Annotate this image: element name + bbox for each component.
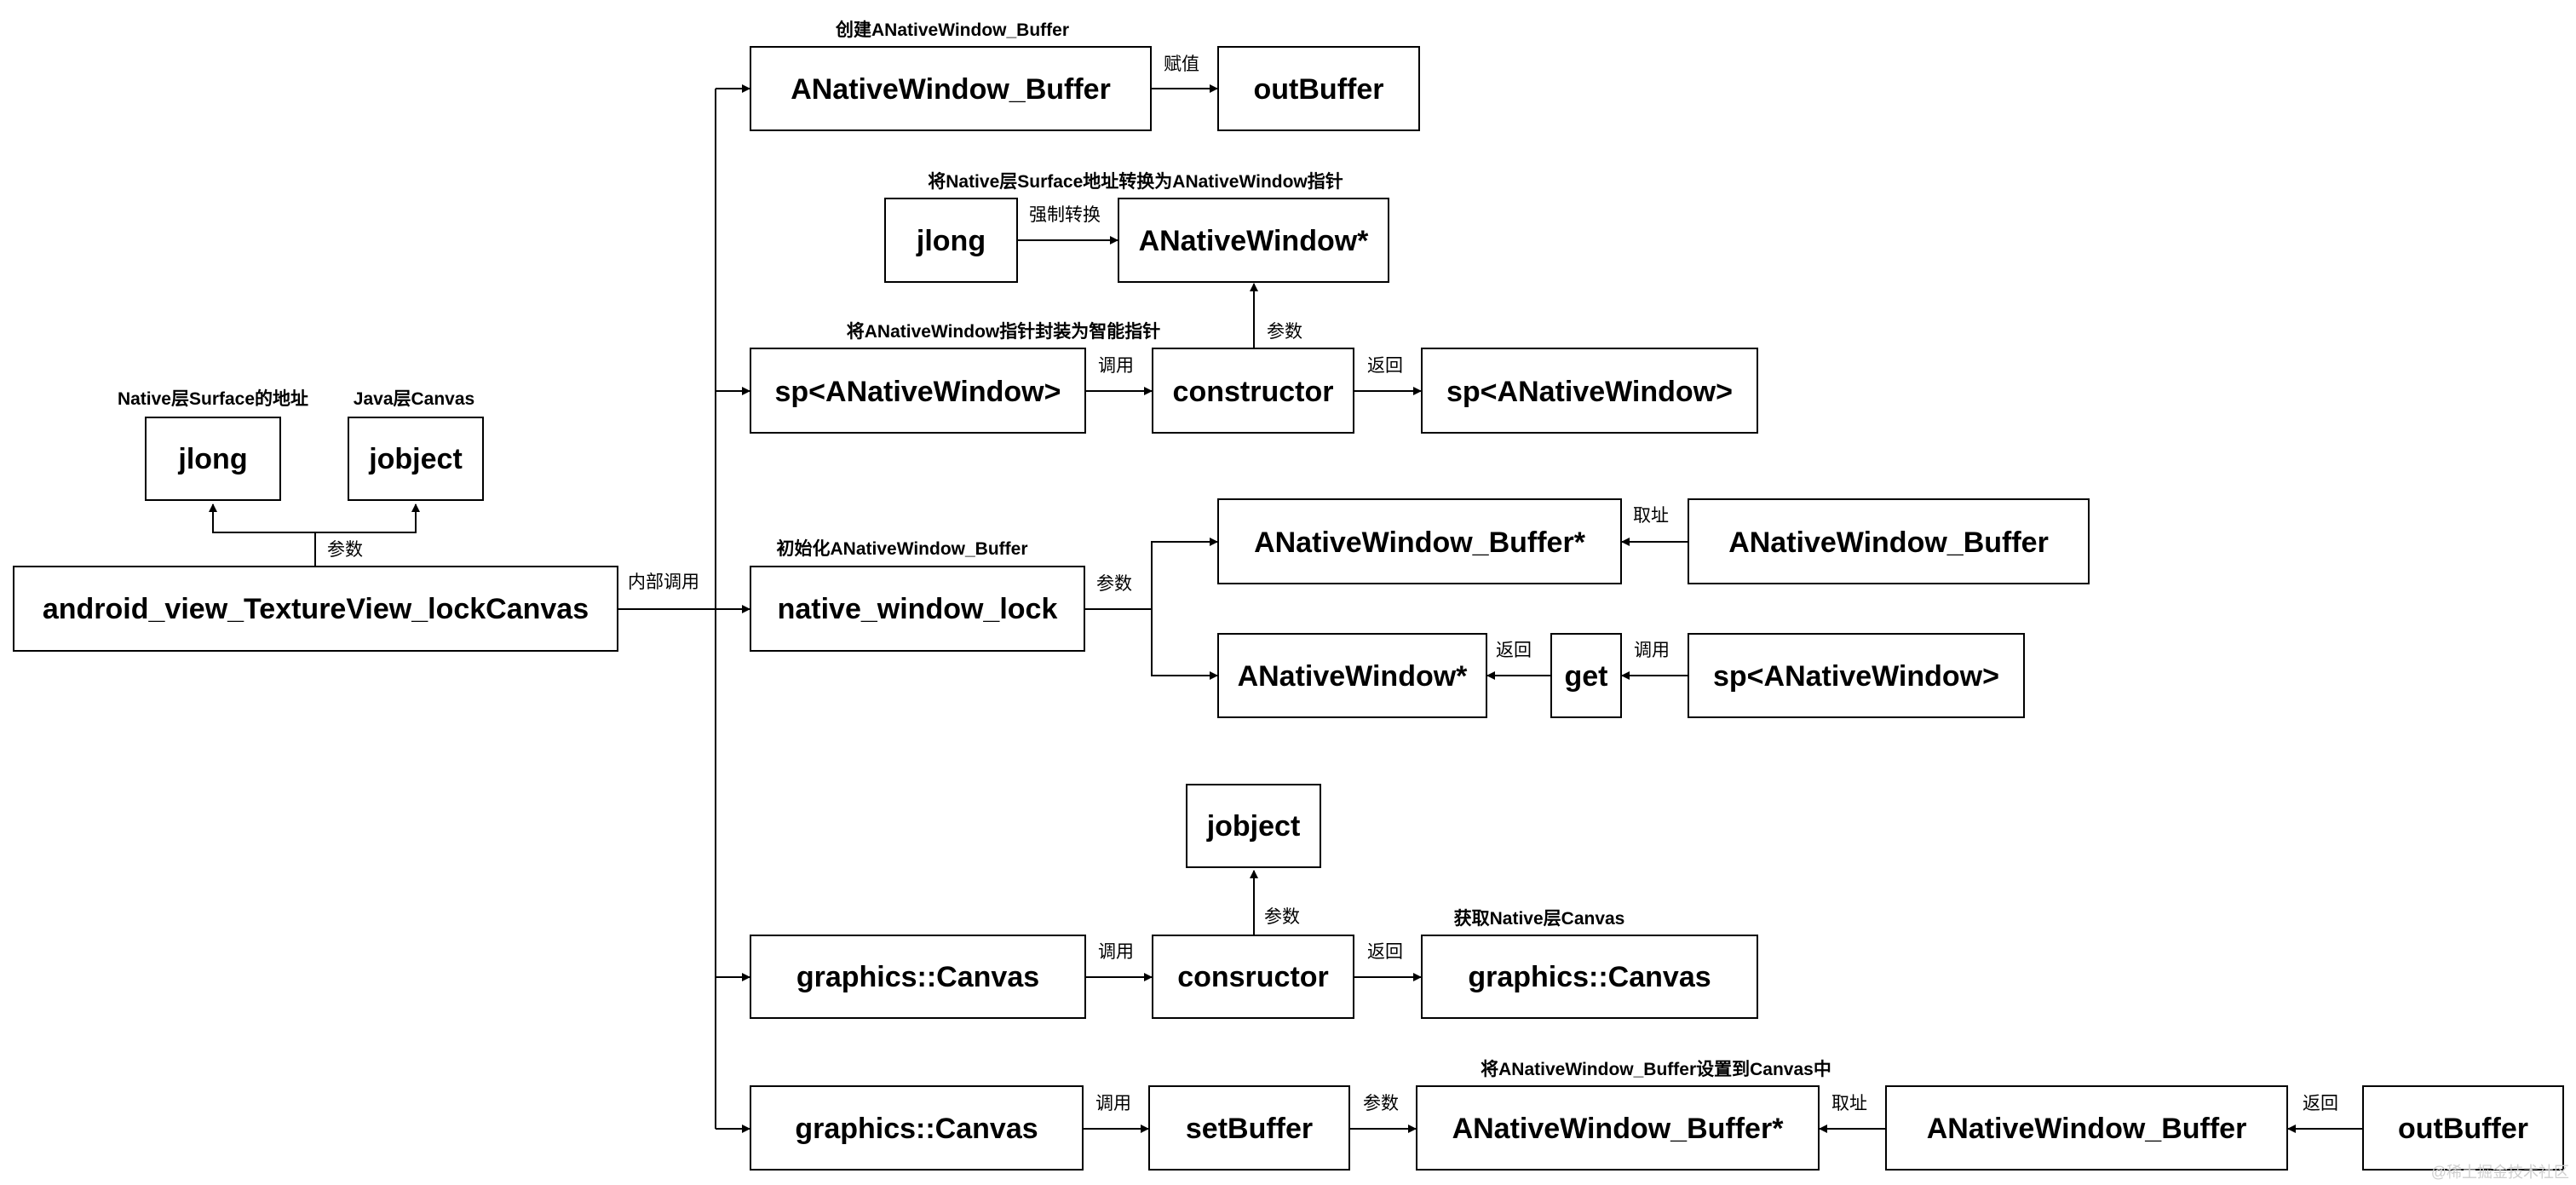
node-label: ANativeWindow_Buffer* bbox=[1254, 526, 1586, 559]
label-call-get: 调用 bbox=[1634, 641, 1670, 660]
caption-create-buffer: 创建ANativeWindow_Buffer bbox=[835, 20, 1069, 40]
node-label: jobject bbox=[368, 443, 463, 475]
node-label: ANativeWindow_Buffer* bbox=[1452, 1113, 1785, 1145]
node-label: outBuffer bbox=[2398, 1113, 2528, 1145]
label-force-cast: 强制转换 bbox=[1029, 205, 1101, 225]
node-label: graphics::Canvas bbox=[1468, 961, 1711, 993]
node-anw-buffer-ptr-2[interactable]: ANativeWindow_Buffer* bbox=[1416, 1085, 1820, 1171]
label-take-addr-2: 取址 bbox=[1831, 1094, 1867, 1113]
node-anw-buffer-ptr-1[interactable]: ANativeWindow_Buffer* bbox=[1217, 498, 1622, 584]
label-return-canvas: 返回 bbox=[1367, 942, 1403, 962]
label-return-sp: 返回 bbox=[1367, 356, 1403, 376]
node-label: sp<ANativeWindow> bbox=[775, 376, 1061, 408]
node-anw-buffer-2[interactable]: ANativeWindow_Buffer bbox=[1688, 498, 2090, 584]
label-param-top: 参数 bbox=[327, 540, 363, 560]
label-param-lock: 参数 bbox=[1096, 574, 1132, 594]
node-label: consructor bbox=[1177, 961, 1329, 993]
watermark: @稀土掘金技术社区 bbox=[2431, 1164, 2569, 1181]
label-call-consructor: 调用 bbox=[1098, 942, 1134, 962]
node-consructor[interactable]: consructor bbox=[1152, 935, 1354, 1019]
node-label: ANativeWindow_Buffer bbox=[1927, 1113, 2247, 1145]
node-sp-anw-1[interactable]: sp<ANativeWindow> bbox=[750, 348, 1086, 434]
node-sp-anw-3[interactable]: sp<ANativeWindow> bbox=[1688, 633, 2025, 718]
node-jobject-top[interactable]: jobject bbox=[348, 417, 484, 501]
label-call-ctor: 调用 bbox=[1098, 356, 1134, 376]
node-label: setBuffer bbox=[1186, 1113, 1313, 1145]
node-constructor[interactable]: constructor bbox=[1152, 348, 1354, 434]
label-return-outbuffer: 返回 bbox=[2303, 1094, 2338, 1113]
node-anw-ptr-2[interactable]: ANativeWindow* bbox=[1217, 633, 1487, 718]
node-anw-buffer-3[interactable]: ANativeWindow_Buffer bbox=[1885, 1085, 2288, 1171]
node-label: sp<ANativeWindow> bbox=[1446, 376, 1733, 408]
caption-init-buffer: 初始化ANativeWindow_Buffer bbox=[777, 538, 1028, 559]
node-label: ANativeWindow_Buffer bbox=[791, 73, 1111, 106]
node-label: get bbox=[1565, 660, 1608, 693]
node-label: jobject bbox=[1206, 810, 1301, 843]
label-param-setbuffer: 参数 bbox=[1363, 1094, 1399, 1113]
node-anw-buffer-1[interactable]: ANativeWindow_Buffer bbox=[750, 46, 1152, 131]
node-gc-canvas-3[interactable]: graphics::Canvas bbox=[750, 1085, 1084, 1171]
caption-convert-ptr: 将Native层Surface地址转换为ANativeWindow指针 bbox=[928, 171, 1343, 192]
edge-lock-buffer-ptr bbox=[1151, 538, 1218, 609]
edge-lockcanvas-jlong bbox=[209, 503, 316, 567]
node-label: ANativeWindow* bbox=[1139, 225, 1370, 257]
caption-wrap-sp: 将ANativeWindow指针封装为智能指针 bbox=[847, 321, 1160, 342]
label-param-ctor: 参数 bbox=[1267, 322, 1302, 342]
label-call-setbuffer: 调用 bbox=[1095, 1094, 1131, 1113]
node-jobject-2[interactable]: jobject bbox=[1186, 784, 1321, 868]
node-label: sp<ANativeWindow> bbox=[1713, 660, 1999, 693]
node-label: native_window_lock bbox=[778, 593, 1058, 625]
node-label: constructor bbox=[1173, 376, 1334, 408]
label-return-get: 返回 bbox=[1496, 641, 1532, 660]
node-outbuffer-1[interactable]: outBuffer bbox=[1217, 46, 1420, 131]
node-gc-canvas-1[interactable]: graphics::Canvas bbox=[750, 935, 1086, 1019]
node-outbuffer-2[interactable]: outBuffer bbox=[2362, 1085, 2564, 1171]
node-label: android_view_TextureView_lockCanvas bbox=[43, 593, 589, 625]
node-label: ANativeWindow_Buffer bbox=[1728, 526, 2049, 559]
node-label: jlong bbox=[177, 443, 247, 475]
node-label: graphics::Canvas bbox=[795, 1113, 1038, 1145]
node-lockcanvas[interactable]: android_view_TextureView_lockCanvas bbox=[13, 566, 618, 652]
node-setbuffer[interactable]: setBuffer bbox=[1148, 1085, 1350, 1171]
node-sp-anw-2[interactable]: sp<ANativeWindow> bbox=[1421, 348, 1758, 434]
caption-java-canvas: Java层Canvas bbox=[354, 389, 474, 409]
node-native-window-lock[interactable]: native_window_lock bbox=[750, 566, 1085, 652]
node-anw-ptr-1[interactable]: ANativeWindow* bbox=[1118, 198, 1389, 283]
label-assign: 赋值 bbox=[1164, 55, 1199, 74]
node-label: graphics::Canvas bbox=[796, 961, 1039, 993]
edge-lockcanvas-jobject bbox=[315, 503, 420, 533]
label-internal-call: 内部调用 bbox=[628, 572, 699, 592]
edges bbox=[209, 84, 2362, 1133]
node-jlong-2[interactable]: jlong bbox=[884, 198, 1018, 283]
node-gc-canvas-2[interactable]: graphics::Canvas bbox=[1421, 935, 1758, 1019]
node-label: jlong bbox=[916, 225, 986, 257]
caption-native-surface-addr: Native层Surface的地址 bbox=[118, 388, 308, 409]
node-get[interactable]: get bbox=[1550, 633, 1622, 718]
caption-get-native-canvas: 获取Native层Canvas bbox=[1454, 908, 1625, 929]
label-param-jobject: 参数 bbox=[1264, 907, 1300, 927]
label-take-addr-1: 取址 bbox=[1633, 506, 1669, 526]
node-label: outBuffer bbox=[1254, 73, 1384, 106]
node-jlong-top[interactable]: jlong bbox=[145, 417, 281, 501]
caption-set-buffer-canvas: 将ANativeWindow_Buffer设置到Canvas中 bbox=[1481, 1059, 1831, 1079]
node-label: ANativeWindow* bbox=[1238, 660, 1469, 693]
edge-lock-anw-ptr bbox=[1151, 609, 1218, 680]
